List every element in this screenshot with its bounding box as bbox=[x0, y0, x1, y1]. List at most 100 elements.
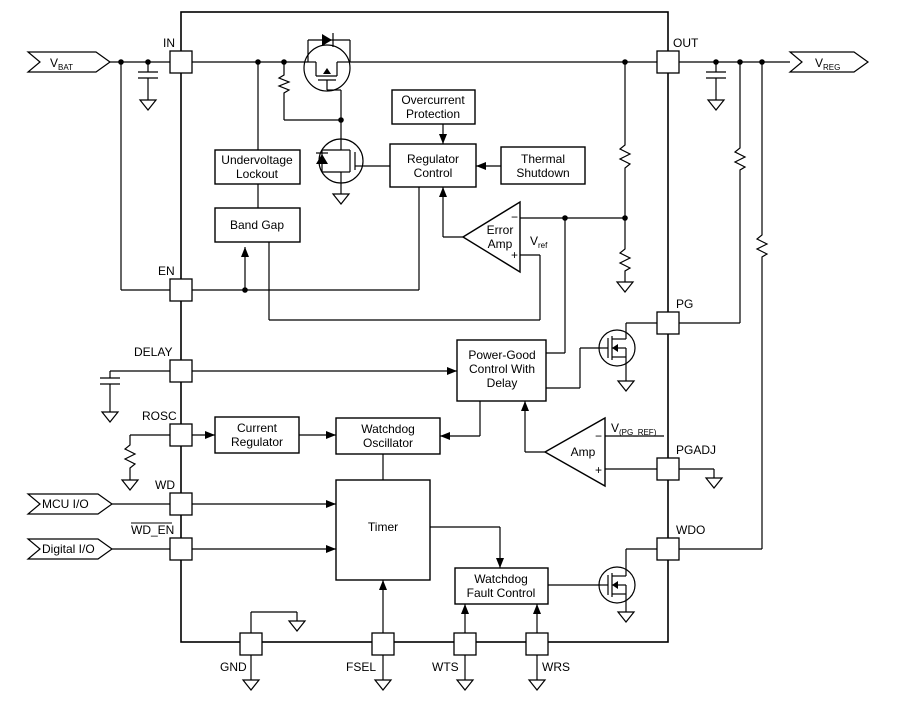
capacitor-vbat bbox=[138, 71, 158, 100]
overcurrent-protection-block: Overcurrent Protection bbox=[391, 89, 476, 125]
arrowhead bbox=[241, 247, 249, 257]
ground-icon bbox=[241, 679, 261, 691]
block-label: Amp bbox=[488, 237, 513, 251]
arrowhead bbox=[496, 558, 504, 568]
wires bbox=[109, 61, 790, 680]
current-regulator-block: Current Regulator bbox=[214, 416, 300, 454]
watchdog-oscillator-block: Watchdog Oscillator bbox=[335, 417, 441, 455]
pin-pg bbox=[656, 311, 680, 335]
pin-out bbox=[656, 50, 680, 74]
pin-label-wd: WD bbox=[155, 478, 175, 492]
ground-icon bbox=[616, 380, 636, 392]
block-label: Fault Control bbox=[467, 586, 536, 600]
block-label: Control bbox=[414, 166, 453, 180]
block-label: Band Gap bbox=[230, 218, 284, 232]
ground-symbols bbox=[100, 99, 726, 691]
timer-block: Timer bbox=[335, 479, 431, 581]
pin-label-rosc: ROSC bbox=[142, 409, 177, 423]
pin-gnd bbox=[239, 632, 263, 656]
pin-wts bbox=[453, 632, 477, 656]
pin-pgadj bbox=[656, 457, 680, 481]
pin-fsel bbox=[371, 632, 395, 656]
pin-label-delay: DELAY bbox=[134, 345, 172, 359]
amp: Amp − + bbox=[543, 416, 606, 488]
junction-dot bbox=[281, 59, 287, 65]
junction-dot bbox=[562, 215, 568, 221]
arrowhead bbox=[326, 545, 336, 553]
block-label: Lockout bbox=[236, 167, 279, 181]
ground-icon bbox=[616, 611, 636, 623]
ground-icon bbox=[331, 193, 351, 205]
pg-mosfet-icon bbox=[598, 329, 636, 367]
regulator-control-block: Regulator Control bbox=[389, 143, 477, 188]
junction-dot bbox=[713, 59, 719, 65]
ground-icon bbox=[287, 620, 307, 632]
block-label: Amp bbox=[571, 445, 596, 459]
digital-io-connector: Digital I/O bbox=[26, 538, 114, 560]
block-label: Undervoltage bbox=[221, 153, 293, 167]
block-label: Error bbox=[487, 223, 514, 237]
power-good-control-block: Power-Good Control With Delay bbox=[456, 339, 547, 402]
arrowhead bbox=[326, 500, 336, 508]
vreg-label: VREG bbox=[815, 56, 840, 72]
watchdog-fault-control-block: Watchdog Fault Control bbox=[454, 567, 549, 605]
undervoltage-lockout-block: Undervoltage Lockout bbox=[214, 149, 301, 185]
junction-dot bbox=[759, 59, 765, 65]
ground-icon bbox=[527, 679, 547, 691]
mcu-io-connector: MCU I/O bbox=[26, 493, 114, 515]
junction-dot bbox=[242, 287, 248, 293]
block-label: Watchdog bbox=[474, 572, 528, 586]
pin-label-out: OUT bbox=[673, 36, 699, 50]
block-label: Shutdown bbox=[516, 166, 569, 180]
pins bbox=[169, 50, 680, 656]
plus-sign: + bbox=[511, 248, 518, 262]
minus-sign: − bbox=[511, 210, 518, 224]
ground-icon bbox=[706, 99, 726, 111]
arrowhead bbox=[205, 431, 215, 439]
arrowhead bbox=[439, 134, 447, 144]
junction-dot bbox=[622, 59, 628, 65]
pin-label-wdo: WDO bbox=[676, 523, 705, 537]
block-label: Control With bbox=[469, 362, 535, 376]
pin-delay bbox=[169, 359, 193, 383]
ground-icon bbox=[120, 479, 140, 491]
ground-icon bbox=[704, 477, 724, 489]
mcu-io-label: MCU I/O bbox=[42, 497, 89, 511]
capacitor-vreg bbox=[706, 71, 726, 100]
pin-labels: IN EN DELAY ROSC WD WD_EN OUT PG PGADJ W… bbox=[131, 36, 716, 674]
ground-icon bbox=[100, 411, 120, 423]
vbat-connector: VBAT bbox=[26, 51, 112, 73]
junction-dot bbox=[118, 59, 124, 65]
resistor-pg-pullup bbox=[733, 145, 747, 172]
block-label: Regulator bbox=[407, 152, 459, 166]
pin-label-pgadj: PGADJ bbox=[676, 443, 716, 457]
pin-label-gnd: GND bbox=[220, 660, 247, 674]
block-label: Delay bbox=[487, 376, 518, 390]
junction-dot bbox=[737, 59, 743, 65]
pin-label-pg: PG bbox=[676, 297, 693, 311]
ground-icon bbox=[455, 679, 475, 691]
pin-wdo bbox=[656, 537, 680, 561]
pin-label-in: IN bbox=[163, 36, 175, 50]
block-label: Thermal bbox=[521, 152, 565, 166]
arrowhead bbox=[533, 604, 541, 614]
resistor-gate-pullup bbox=[277, 72, 291, 95]
resistor-rosc bbox=[123, 442, 137, 472]
pass-mosfet-icon bbox=[303, 33, 351, 92]
digital-io-label: Digital I/O bbox=[42, 542, 95, 556]
block-label: Oscillator bbox=[363, 436, 413, 450]
arrowhead bbox=[476, 162, 486, 170]
vbat-label: VBAT bbox=[50, 56, 73, 72]
block-label: Overcurrent bbox=[401, 93, 465, 107]
vreg-connector: VREG bbox=[788, 51, 870, 73]
arrowheads bbox=[205, 134, 541, 614]
arrowhead bbox=[521, 401, 529, 411]
resistor-feedback-bottom bbox=[618, 246, 632, 272]
arrowhead bbox=[326, 431, 336, 439]
block-label: Watchdog bbox=[361, 422, 415, 436]
capacitor-delay bbox=[100, 377, 120, 390]
pin-wd bbox=[169, 492, 193, 516]
junction-dot bbox=[338, 117, 344, 123]
pin-wd-en bbox=[169, 537, 193, 561]
